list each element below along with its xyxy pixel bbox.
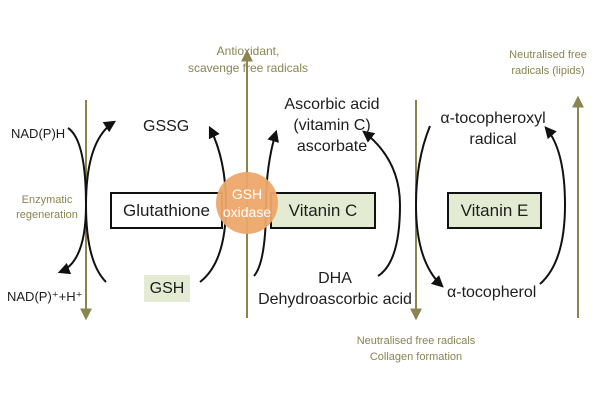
ascorbic-acid-label: Ascorbic acid (vitamin C) ascorbate	[284, 96, 380, 155]
tocopherol-label: α-tocopherol	[447, 284, 537, 301]
gsh-box: GSH	[144, 275, 190, 302]
curved-arrow-icon	[84, 120, 117, 283]
gsh-oxidase-circle	[216, 172, 278, 234]
nadp-label: NAD(P)⁺+H⁺	[7, 289, 83, 304]
curved-arrow-icon	[362, 130, 402, 277]
nadph-label: NAD(P)H	[11, 126, 66, 141]
gsh-oxidase-label: GSH oxidase	[222, 186, 272, 220]
curved-arrow-icon	[539, 126, 567, 285]
gssg-label: GSSG	[143, 118, 190, 135]
curved-arrow-icon	[414, 125, 444, 288]
neutralised-collagen-label: Neutralised free radicals Collagen forma…	[356, 335, 476, 363]
tocopheroxyl-label: α-tocopheroxyl radical	[440, 110, 546, 148]
antioxidant-label: Antioxidant, scavenge free radicals	[187, 44, 309, 75]
vitamin-c-box: Vitanin C	[270, 192, 376, 229]
dha-label: DHA Dehydroascorbic acid	[258, 270, 412, 308]
enzymatic-regeneration-label: Enzymatic regeneration	[16, 194, 78, 221]
vitamin-e-box: Vitanin E	[447, 192, 542, 229]
glutathione-box: Glutathione	[110, 192, 223, 229]
neutralised-lipids-label: Neutralised free radicals (lipids)	[509, 49, 587, 77]
